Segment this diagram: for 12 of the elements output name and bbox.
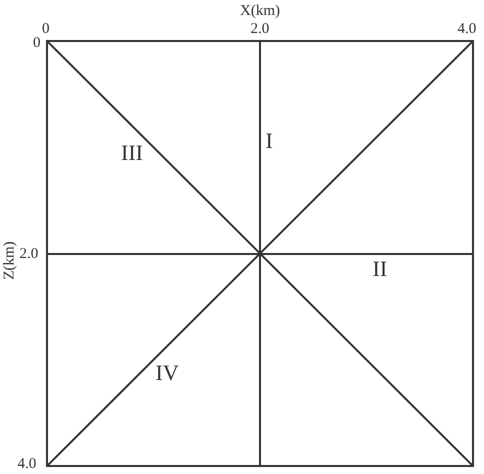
tick-label: 2.0	[250, 22, 270, 36]
line-label: III	[121, 142, 143, 164]
tick-label: 4.0	[458, 22, 476, 36]
line-label: II	[372, 258, 388, 280]
tick-label: 2.0	[20, 246, 38, 262]
tick-label: 0	[42, 22, 50, 36]
axis-title: Z(km)	[2, 240, 18, 280]
line-label: I	[266, 130, 273, 152]
tick-label: 0	[33, 36, 40, 50]
axis-title: X(km)	[240, 4, 280, 18]
line-label: IV	[156, 362, 179, 384]
tick-label: 4.0	[18, 456, 36, 472]
